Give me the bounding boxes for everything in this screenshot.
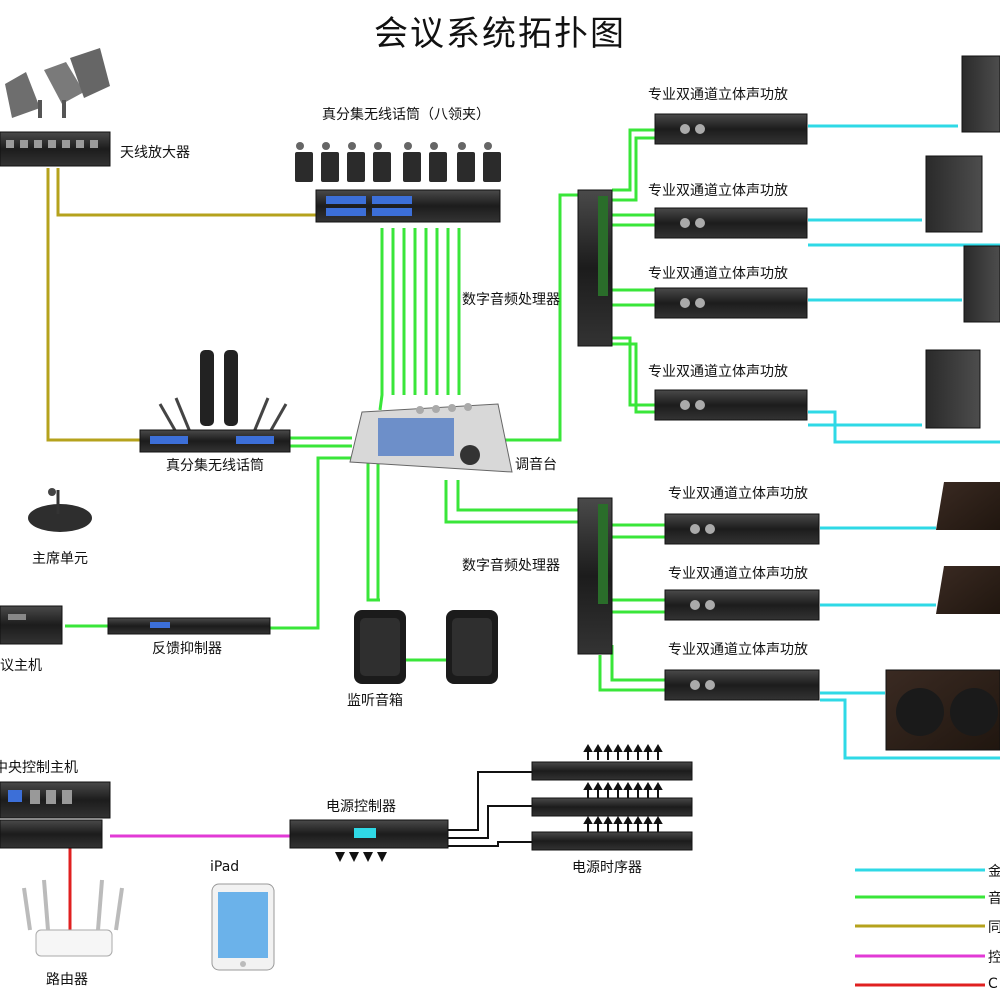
up-arrow-head-icon — [623, 782, 633, 790]
up-arrow-head-icon — [603, 782, 613, 790]
subwoofer — [885, 669, 1000, 751]
label-antenna-amplifier: 天线放大器 — [120, 145, 190, 161]
label-wireless-handheld: 真分集无线话筒 — [166, 458, 264, 474]
up-arrow-head-icon — [633, 744, 643, 752]
lapel-transmitter-icons — [295, 142, 501, 182]
up-arrow-head-icon — [583, 744, 593, 752]
up-arrow-head-icon — [583, 782, 593, 790]
page-title: 会议系统拓扑图 — [374, 14, 626, 54]
up-arrow-head-icon — [603, 816, 613, 824]
up-arrow-head-icon — [613, 782, 623, 790]
up-arrow-head-icon — [633, 816, 643, 824]
label-chair-unit: 主席单元 — [32, 551, 88, 567]
up-arrow-head-icon — [653, 816, 663, 824]
label-power-controller: 电源控制器 — [326, 799, 396, 815]
stage-monitor-1 — [936, 482, 1000, 530]
feedback-suppressor-unit — [107, 617, 271, 635]
power-sequencer-arrows — [583, 744, 663, 832]
mixer-console — [349, 403, 513, 473]
monitor-speaker-right — [446, 610, 498, 684]
main-speaker-1 — [961, 55, 1000, 133]
router-icon — [22, 879, 124, 957]
label-feedback-suppressor: 反馈抑制器 — [152, 641, 222, 657]
label-amplifier-2: 专业双通道立体声功放 — [648, 183, 788, 199]
up-arrow-head-icon — [613, 816, 623, 824]
antenna-icon — [5, 48, 110, 118]
dsp-bottom-unit — [577, 497, 613, 655]
up-arrow-head-icon — [603, 744, 613, 752]
stage-monitor-2 — [936, 566, 1000, 614]
legend-text-3: 同 — [988, 920, 1000, 936]
label-ipad: iPad — [210, 859, 240, 875]
conference-host-unit — [0, 605, 63, 645]
coax-wire-lapel — [56, 168, 318, 217]
power-wires — [448, 771, 532, 847]
legend-text-1: 金 — [988, 864, 1000, 880]
main-speaker-2 — [925, 155, 983, 233]
label-dsp-bottom: 数字音频处理器 — [462, 558, 560, 574]
dsp-top-unit — [577, 189, 613, 347]
up-arrow-head-icon — [653, 782, 663, 790]
power-controller-unit — [289, 819, 449, 849]
up-arrow-head-icon — [643, 782, 653, 790]
up-arrow-head-icon — [653, 744, 663, 752]
power-sequencer-units — [531, 761, 693, 851]
up-arrow-head-icon — [593, 744, 603, 752]
up-arrow-head-icon — [613, 744, 623, 752]
up-arrow-head-icon — [593, 816, 603, 824]
label-wireless-lapel: 真分集无线话筒（八领夹） — [322, 107, 490, 123]
handheld-receiver-unit — [139, 429, 291, 453]
power-controller-arrows — [335, 852, 387, 862]
legend-text-4: 控 — [988, 950, 1000, 966]
up-arrow-head-icon — [643, 816, 653, 824]
label-router: 路由器 — [46, 972, 88, 988]
label-amplifier-4: 专业双通道立体声功放 — [648, 364, 788, 380]
amplifier-knobs — [680, 124, 715, 690]
label-power-sequencer: 电源时序器 — [572, 860, 642, 876]
legend-text-5: C — [988, 976, 998, 992]
label-amplifier-5: 专业双通道立体声功放 — [668, 486, 808, 502]
label-amplifier-7: 专业双通道立体声功放 — [668, 642, 808, 658]
coax-wire-handheld — [46, 168, 148, 442]
label-amplifier-3: 专业双通道立体声功放 — [648, 266, 788, 282]
main-speaker-3 — [963, 245, 1000, 323]
up-arrow-head-icon — [593, 782, 603, 790]
label-central-control: 中央控制主机 — [0, 760, 78, 776]
monitor-speaker-left — [354, 610, 406, 684]
label-dsp-top: 数字音频处理器 — [462, 292, 560, 308]
handheld-mic-icons — [158, 350, 288, 433]
amplifier-units — [654, 113, 820, 701]
coax-wires — [46, 168, 318, 442]
central-control-unit — [0, 781, 111, 849]
label-amplifier-6: 专业双通道立体声功放 — [668, 566, 808, 582]
audio-wires — [65, 128, 665, 692]
up-arrow-head-icon — [583, 816, 593, 824]
main-speaker-4 — [925, 349, 981, 429]
legend-lines — [855, 868, 985, 987]
legend-text-2: 音 — [988, 891, 1000, 907]
up-arrow-head-icon — [623, 744, 633, 752]
up-arrow-head-icon — [633, 782, 643, 790]
speaker-wires — [808, 124, 1000, 760]
label-conference-host: 议主机 — [0, 658, 42, 674]
ipad-icon — [211, 883, 275, 971]
up-arrow-head-icon — [623, 816, 633, 824]
label-amplifier-1: 专业双通道立体声功放 — [648, 87, 788, 103]
lapel-receiver-unit — [315, 189, 501, 223]
chair-unit-icon — [28, 488, 92, 532]
antenna-amplifier-unit — [0, 131, 111, 167]
label-mixer: 调音台 — [515, 457, 557, 473]
label-monitor-speaker: 监听音箱 — [347, 693, 403, 709]
up-arrow-head-icon — [643, 744, 653, 752]
